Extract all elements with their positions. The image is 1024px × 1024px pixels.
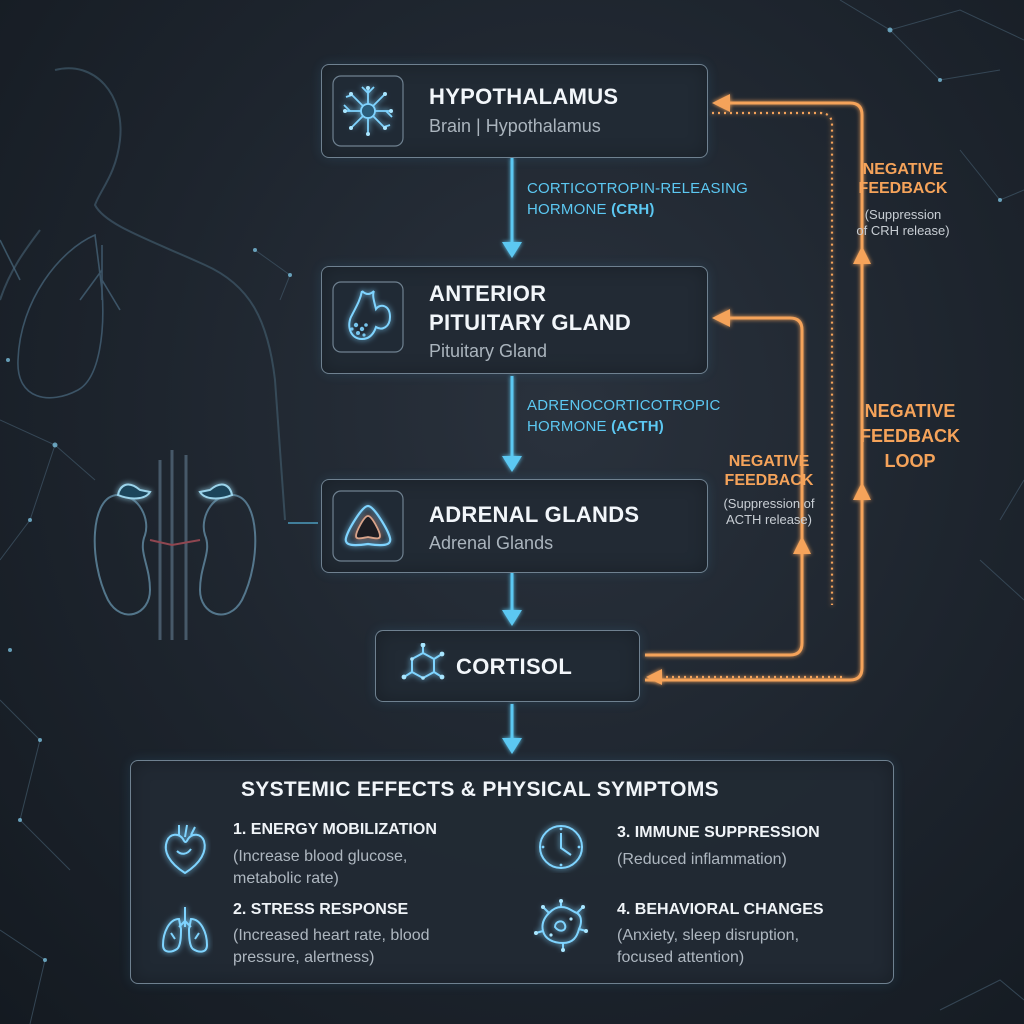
arrow-pituitary-to-adrenal bbox=[502, 376, 522, 472]
pituitary-title-line1: ANTERIOR bbox=[429, 281, 547, 306]
effect-4-desc: (Anxiety, sleep disruption, focused atte… bbox=[617, 927, 800, 966]
effect-4-title: 4. BEHAVIORAL CHANGES bbox=[617, 901, 824, 918]
arrow-hypothalamus-to-pituitary bbox=[502, 158, 522, 258]
feedback-loop-to-pituitary bbox=[645, 309, 811, 657]
feedback-loop-label: NEGATIVE FEEDBACK LOOP bbox=[859, 401, 960, 471]
feedback-dotted-return bbox=[646, 111, 842, 685]
effects-panel-title: SYSTEMIC EFFECTS & PHYSICAL SYMPTOMS bbox=[241, 778, 719, 801]
adrenal-gland-icon bbox=[332, 490, 404, 562]
pituitary-title-line2: PITUITARY GLAND bbox=[429, 310, 632, 335]
crh-label: CORTICOTROPIN-RELEASING HORMONE (CRH) bbox=[527, 178, 748, 220]
molecule-icon bbox=[401, 643, 445, 680]
pituitary-gland-icon bbox=[332, 281, 404, 353]
hypothalamus-node: HYPOTHALAMUS Brain | Hypothalamus bbox=[321, 64, 708, 158]
feedback-crh-desc: (Suppression of CRH release) bbox=[856, 207, 950, 238]
crh-label-line2: HORMONE (CRH) bbox=[527, 201, 655, 218]
immune-cell-icon bbox=[534, 899, 588, 952]
feedback-acth-title: NEGATIVE FEEDBACK bbox=[724, 453, 814, 489]
effect-3-title: 3. IMMUNE SUPPRESSION bbox=[617, 824, 820, 841]
lungs-illustration bbox=[0, 233, 121, 399]
adrenal-subtitle: Adrenal Glands bbox=[429, 533, 554, 553]
body-silhouette bbox=[0, 67, 286, 521]
network-nodes bbox=[6, 27, 1002, 962]
feedback-acth-desc: (Suppression of ACTH release) bbox=[723, 496, 815, 527]
lungs-icon bbox=[161, 907, 209, 953]
cortisol-node: CORTISOL bbox=[375, 630, 640, 702]
pituitary-subtitle: Pituitary Gland bbox=[429, 341, 548, 361]
cortisol-title: CORTISOL bbox=[456, 654, 573, 679]
neuron-icon bbox=[332, 75, 404, 147]
feedback-loop-to-hypothalamus bbox=[645, 94, 871, 682]
effect-1-title: 1. ENERGY MOBILIZATION bbox=[233, 821, 437, 838]
arrow-cortisol-to-effects bbox=[502, 704, 522, 754]
pituitary-node: ANTERIOR PITUITARY GLAND Pituitary Gland bbox=[321, 266, 708, 374]
effect-2-desc: (Increased heart rate, blood pressure, a… bbox=[233, 927, 430, 966]
acth-label-line2: HORMONE (ACTH) bbox=[527, 418, 664, 435]
crh-label-line1: CORTICOTROPIN-RELEASING bbox=[527, 180, 749, 197]
clock-icon bbox=[539, 825, 583, 869]
feedback-crh-title: NEGATIVE FEEDBACK bbox=[858, 161, 948, 197]
hypothalamus-subtitle: Brain | Hypothalamus bbox=[429, 116, 601, 136]
heart-icon bbox=[164, 824, 206, 875]
effects-panel: SYSTEMIC EFFECTS & PHYSICAL SYMPTOMS 1. … bbox=[130, 760, 894, 984]
adrenal-node: ADRENAL GLANDS Adrenal Glands bbox=[321, 479, 708, 573]
acth-label: ADRENOCORTICOTROPIC HORMONE (ACTH) bbox=[527, 395, 721, 437]
effect-2-title: 2. STRESS RESPONSE bbox=[233, 901, 409, 918]
kidneys-illustration bbox=[93, 450, 318, 640]
hypothalamus-title: HYPOTHALAMUS bbox=[429, 84, 619, 109]
arrow-adrenal-to-cortisol bbox=[502, 573, 522, 626]
acth-label-line1: ADRENOCORTICOTROPIC bbox=[527, 397, 721, 414]
effect-1-desc: (Increase blood glucose, metabolic rate) bbox=[233, 848, 408, 887]
adrenal-title: ADRENAL GLANDS bbox=[429, 502, 640, 527]
effect-3-desc: (Reduced inflammation) bbox=[617, 851, 787, 868]
